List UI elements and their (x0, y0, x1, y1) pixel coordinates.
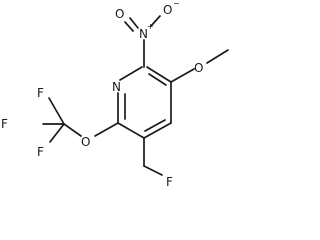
ch2f-f-label: F (166, 175, 173, 189)
methoxy-o-label: O (194, 61, 203, 75)
nitro-n-label: N (139, 27, 148, 41)
nitro-o-top-label: O (163, 3, 172, 17)
bond-methoxy-o-ch3 (206, 49, 229, 64)
ocf3-o-label: O (81, 135, 90, 149)
bond-ocf3-o-cf3 (63, 123, 82, 137)
bond-nitro-n-o-top (150, 15, 161, 27)
ring-n-label: N (112, 80, 121, 94)
bond-cf3-f-bottom (49, 123, 65, 143)
bond-c5-c6 (117, 122, 145, 139)
bond-c2-c3-inner (148, 73, 167, 86)
chemical-structure: N + O O − O N O F F F F (1, 0, 229, 189)
bond-c4-c5 (143, 122, 172, 139)
nitro-n-charge: + (147, 22, 154, 31)
f-bottom-label: F (37, 145, 44, 159)
fluoromethyl-group: F (143, 137, 173, 189)
bond-cf3-f-top (48, 97, 65, 125)
bond-c3-methoxy-o (170, 68, 195, 83)
pyridine-ring (117, 66, 172, 139)
methoxy-group: O (170, 49, 229, 83)
bond-nitro-n-o-left (129, 17, 139, 29)
nitro-o-top-charge: − (173, 0, 180, 8)
bond-ring-n-c2 (119, 66, 143, 81)
f-left-label: F (1, 117, 8, 131)
bond-c2-c3 (146, 66, 172, 83)
bond-c6-ocf3-o (94, 122, 119, 137)
bond-ch2-f (143, 165, 163, 176)
f-top-label: F (37, 86, 44, 100)
bond-c4-c5-inner (144, 119, 166, 132)
bond-nitro-n-o-left-double (124, 21, 134, 32)
trifluoromethoxy-group: O F F F (1, 86, 119, 159)
nitro-o-left-label: O (115, 7, 124, 21)
nitro-group: N + O O − (115, 0, 180, 68)
